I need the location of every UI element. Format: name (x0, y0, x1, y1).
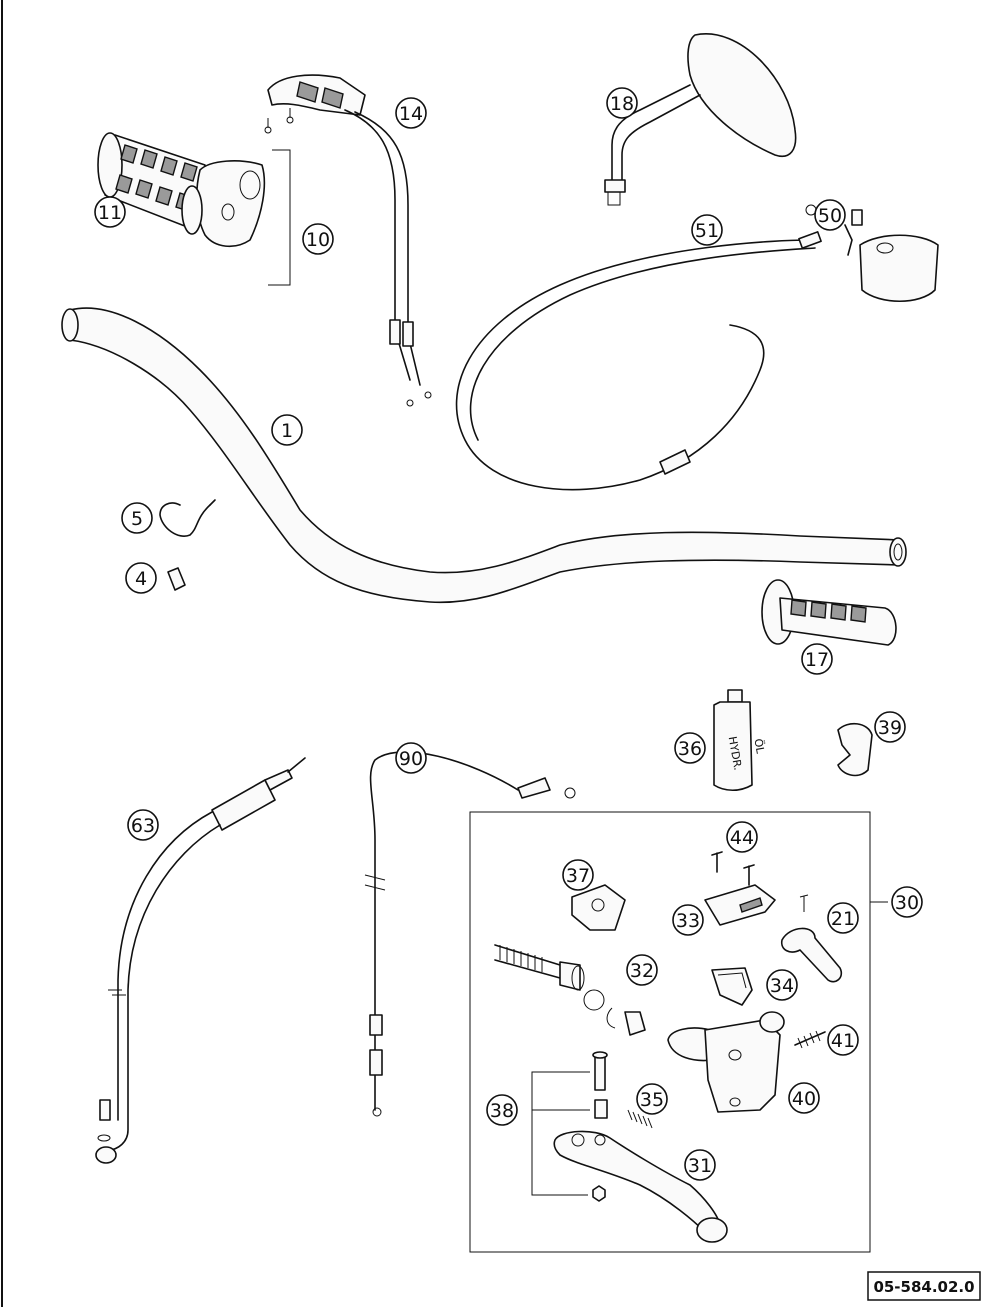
callout-17: 17 (801, 643, 833, 675)
callout-label: 51 (695, 220, 719, 242)
lever-pivot-cover (571, 884, 626, 931)
callout-37: 37 (562, 859, 594, 891)
callout-label: 90 (399, 748, 423, 770)
callout-90: 90 (395, 742, 427, 774)
left-grip (761, 579, 897, 646)
callout-50: 50 (814, 199, 846, 231)
callout-label: 44 (730, 827, 754, 849)
callout-34: 34 (766, 969, 798, 1001)
callout-21: 21 (827, 902, 859, 934)
callout-label: 40 (792, 1088, 816, 1110)
throttle-grip (97, 132, 206, 231)
mirror (604, 33, 797, 206)
assembly-frame (469, 811, 871, 1253)
callout-10: 10 (302, 223, 334, 255)
piston-kit (494, 944, 646, 1036)
callout-label: 32 (630, 960, 654, 982)
callout-label: 4 (135, 568, 147, 590)
handlebar (61, 307, 907, 604)
callout-5: 5 (121, 502, 153, 534)
callout-label: 38 (490, 1100, 514, 1122)
callout-36: 36 (674, 732, 706, 764)
callout-label: 63 (131, 815, 155, 837)
callout-label: 35 (640, 1089, 664, 1111)
hot-start-switch (844, 209, 939, 303)
cover-screws (711, 851, 755, 886)
callout-label: 11 (98, 202, 122, 224)
callout-label: 30 (895, 892, 919, 914)
bottle-label-line2: ÖL (751, 738, 767, 756)
cable-tie (159, 499, 216, 537)
callout-label: 36 (678, 738, 702, 760)
reservoir-cover (704, 884, 776, 926)
callout-14: 14 (395, 97, 427, 129)
hot-start-cable (455, 204, 822, 491)
callout-41: 41 (827, 1024, 859, 1056)
reservoir-diaphragm (711, 967, 753, 1006)
callout-label: 37 (566, 865, 590, 887)
callout-63: 63 (127, 809, 159, 841)
callout-label: 50 (818, 205, 842, 227)
callout-label: 33 (676, 910, 700, 932)
callout-label: 31 (688, 1155, 712, 1177)
clamp (837, 722, 873, 777)
hand-lever (553, 1130, 728, 1243)
callout-label: 21 (831, 908, 855, 930)
hydraulic-oil-bottle: HYDR. ÖL (713, 689, 767, 792)
callout-33: 33 (672, 904, 704, 936)
cable (364, 751, 576, 1117)
callout-39: 39 (874, 711, 906, 743)
callout-40: 40 (788, 1082, 820, 1114)
drawing-number: 05-584.02.0 (873, 1278, 974, 1296)
callout-label: 41 (831, 1030, 855, 1052)
spring (627, 1109, 653, 1129)
callout-label: 5 (131, 508, 143, 530)
throttle-cables (264, 74, 432, 407)
master-cylinder-housing (667, 1011, 785, 1113)
drawing-number-label: 05-584.02.0 (867, 1271, 981, 1301)
bar-end-plug (167, 567, 186, 591)
callout-35: 35 (636, 1083, 668, 1115)
callout-label: 14 (399, 103, 423, 125)
callout-11: 11 (94, 196, 126, 228)
adjusting-screw (794, 1030, 826, 1049)
callout-label: 34 (770, 975, 794, 997)
callout-label: 10 (306, 229, 330, 251)
callout-44: 44 (726, 821, 758, 853)
callout-1: 1 (271, 414, 303, 446)
bottle-label-line1: HYDR. (726, 735, 745, 771)
callout-label: 1 (281, 420, 293, 442)
pivot-bolt-set (531, 1051, 608, 1202)
callout-4: 4 (125, 562, 157, 594)
callouts: 1 4 5 10 11 14 17 18 21 30 31 32 33 34 3… (94, 87, 923, 1181)
callout-label: 39 (878, 717, 902, 739)
callout-18: 18 (606, 87, 638, 119)
adjuster-lever (780, 894, 843, 983)
callout-38: 38 (486, 1094, 518, 1126)
callout-51: 51 (691, 214, 723, 246)
brake-line (95, 757, 306, 1164)
callout-label: 18 (610, 93, 634, 115)
callout-label: 17 (805, 649, 829, 671)
callout-31: 31 (684, 1149, 716, 1181)
callout-32: 32 (626, 954, 658, 986)
throttle-housing (181, 149, 291, 286)
callout-30: 30 (891, 886, 923, 918)
